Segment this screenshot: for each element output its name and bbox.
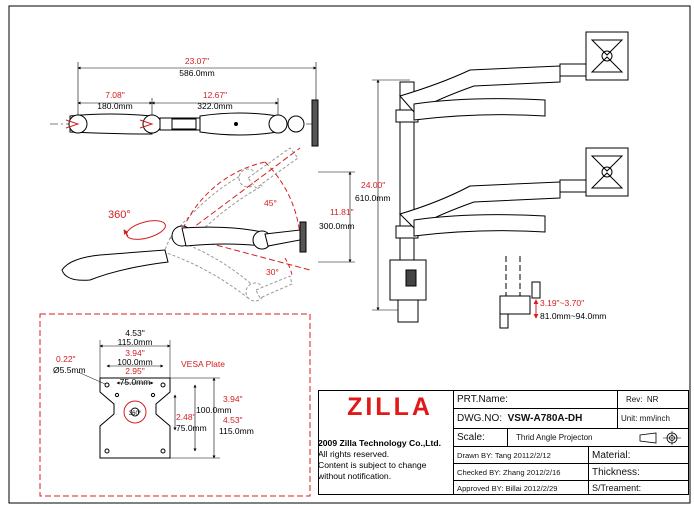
row-checked: Checked BY: Zhang 2012/2/16 Thickness: <box>454 464 688 481</box>
top-arm2-mm: 322.0mm <box>197 101 232 111</box>
unit-label: Unit: mm/inch <box>621 414 670 423</box>
checked-by: Checked BY: Zhang 2012/2/16 <box>454 464 589 480</box>
sheet-border <box>8 5 691 504</box>
pole-inch: 24.00" <box>361 180 385 190</box>
row-dwg-no: DWG.NO: VSW-A780A-DH Unit: mm/inch <box>454 409 688 429</box>
vesa-w-mid-mm: 100.0mm <box>117 357 152 367</box>
vesa-h-outer-inch: 4.53" <box>223 415 243 425</box>
drawn-by: Drawn BY: Tang 20112/2/12 <box>454 447 589 463</box>
vesa-h-inner-mm: 75.0mm <box>176 423 207 433</box>
vesa-frame <box>39 313 311 497</box>
rev-label: Rev: <box>626 395 643 404</box>
row-approved: Approved BY: Billai 2012/2/29 S/Treament… <box>454 481 688 495</box>
vesa-hole-inch: 0.22" <box>56 354 76 364</box>
vesa-hole-mm: Ø5.5mm <box>53 365 86 375</box>
top-view <box>50 62 319 147</box>
vesa-center-label: 360° <box>129 411 142 417</box>
vesa-title: VESA Plate <box>181 359 225 369</box>
vesa-h-mid-inch: 3.94" <box>223 394 243 404</box>
vesa-plate <box>39 313 311 497</box>
company-box <box>318 390 453 495</box>
dwg-cell: DWG.NO: VSW-A780A-DH <box>454 409 618 428</box>
dwg-no-label: DWG.NO: <box>457 413 502 424</box>
zilla-logo: ZILLA <box>347 393 433 421</box>
vesa-h-outer-mm: 115.0mm <box>219 426 254 436</box>
clamp-detail <box>499 256 541 329</box>
vesa-h-inner-inch: 2.48" <box>176 412 196 422</box>
clamp-range-inch: 3.19"~3.70" <box>540 298 584 308</box>
scale-label: Scale: <box>454 429 508 446</box>
vesa-w-mid-inch: 3.94" <box>125 348 145 358</box>
clamp-range-mm: 81.0mm~94.0mm <box>540 311 606 321</box>
rev-cell: Rev: NR <box>618 391 690 408</box>
height-mm: 300.0mm <box>319 221 354 231</box>
company-info: 2009 Zilla Technology Co.,Ltd. All right… <box>318 438 452 482</box>
company-name: 2009 Zilla Technology Co.,Ltd. <box>318 438 442 448</box>
vesa-w-outer-inch: 4.53" <box>125 328 145 338</box>
vesa-w-inner-mm: 75.0mm <box>120 377 151 387</box>
dwg-no-value: VSW-A780A-DH <box>507 413 583 424</box>
top-overall-inch: 23.07" <box>185 56 209 66</box>
title-block: PRT.Name: Rev: NR DWG.NO: VSW-A780A-DH U… <box>453 390 689 495</box>
row-scale: Scale: Thrid Angle Projecton <box>454 429 688 447</box>
top-arm2-inch: 12.67" <box>203 90 227 100</box>
top-arm1-mm: 180.0mm <box>97 101 132 111</box>
side-view <box>372 31 629 323</box>
rotation-30-label: 30° <box>266 267 279 277</box>
rotation-45-label: 45° <box>264 198 277 208</box>
pole-mm: 610.0mm <box>355 193 390 203</box>
rotation-360-label: 360° <box>108 209 131 221</box>
approved-by: Approved BY: Billai 2012/2/29 <box>454 481 589 495</box>
row-drawn: Drawn BY: Tang 20112/2/12 Material: <box>454 447 688 464</box>
height-inch: 11.81" <box>330 207 354 217</box>
company-rights: All rights reserved. <box>318 449 390 459</box>
treatment-label: S/Treament: <box>592 483 642 493</box>
prt-name-label: PRT.Name: <box>454 391 618 408</box>
vesa-h-mid-mm: 100.0mm <box>196 405 231 415</box>
vesa-w-inner-inch: 2.95" <box>125 366 145 376</box>
projection-label: Thrid Angle Projecton <box>516 433 593 442</box>
vesa-w-outer-mm: 115.0mm <box>118 337 153 347</box>
thickness-label: Thickness: <box>592 466 640 478</box>
row-part-name: PRT.Name: Rev: NR <box>454 391 688 409</box>
rev-value: NR <box>646 395 659 404</box>
company-notice-1: Content is subject to change <box>318 460 427 470</box>
top-overall-mm: 586.0mm <box>179 68 214 78</box>
rotation-view <box>61 147 355 302</box>
top-arm1-inch: 7.08" <box>105 90 125 100</box>
material-label: Material: <box>592 449 631 461</box>
projection-symbol-icon <box>634 429 690 446</box>
company-notice-2: without notification. <box>318 471 392 481</box>
